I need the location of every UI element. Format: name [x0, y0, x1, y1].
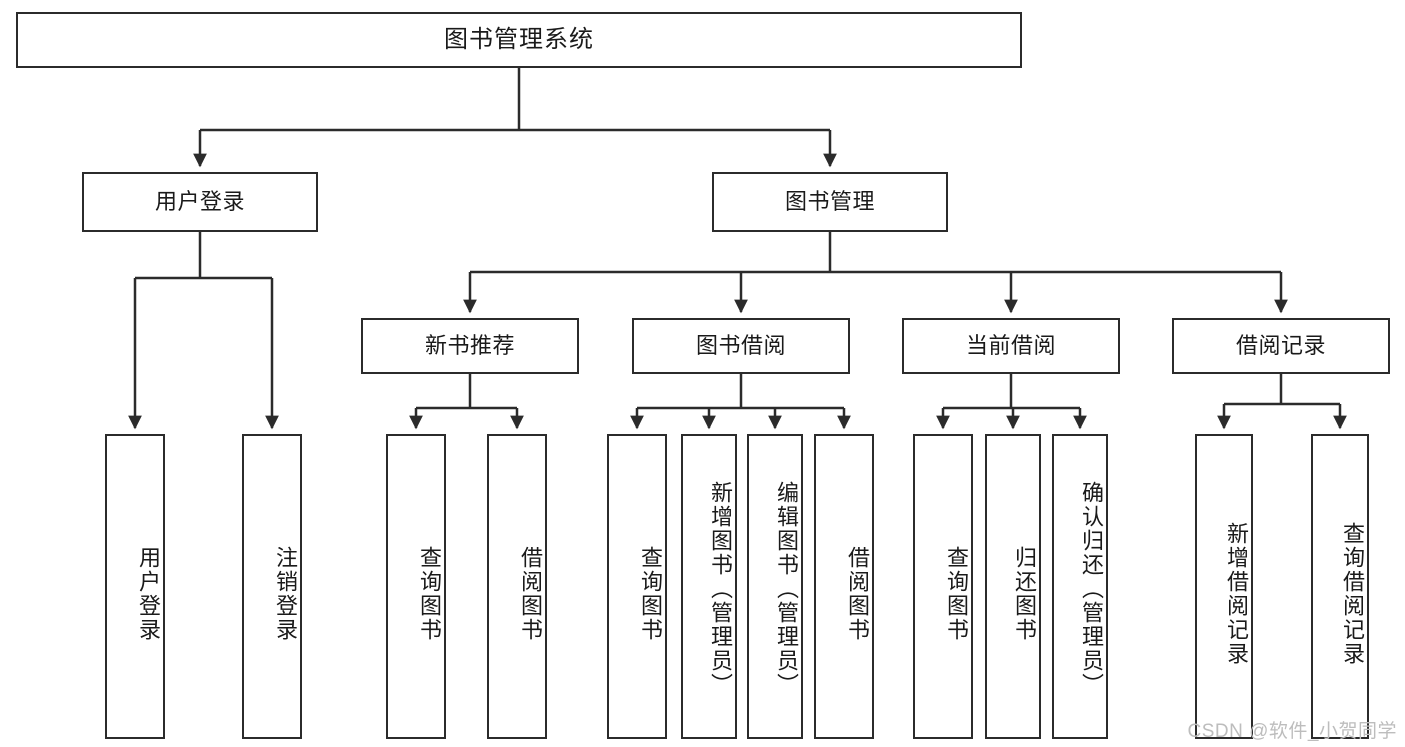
node-current-borrow-label: 当前借阅: [965, 332, 1056, 358]
node-leaf-borrow-book-2[interactable]: 借阅图书: [814, 434, 874, 739]
node-borrow-records-label: 借阅记录: [1235, 332, 1326, 358]
node-leaf-label: 查询图书: [417, 545, 442, 642]
node-new-book-recommend-label: 新书推荐: [424, 332, 515, 358]
node-leaf-label: 注销登录: [273, 545, 298, 642]
csdn-watermark: CSDN @软件_小贺同学: [1187, 721, 1397, 742]
node-leaf-return-book[interactable]: 归还图书: [985, 434, 1041, 739]
node-new-book-recommend[interactable]: 新书推荐: [361, 318, 579, 374]
node-leaf-label: 确认归还（管理员）: [1079, 480, 1104, 697]
node-root-label: 图书管理系统: [444, 25, 594, 53]
node-leaf-query-borrow-record[interactable]: 查询借阅记录: [1311, 434, 1369, 739]
node-book-borrow[interactable]: 图书借阅: [632, 318, 850, 374]
node-current-borrow[interactable]: 当前借阅: [902, 318, 1120, 374]
node-leaf-query-book-2[interactable]: 查询图书: [607, 434, 667, 739]
node-leaf-label: 查询图书: [638, 545, 663, 642]
node-book-borrow-label: 图书借阅: [695, 332, 786, 358]
node-leaf-label: 借阅图书: [845, 545, 870, 642]
node-book-management-label: 图书管理: [784, 188, 875, 214]
node-leaf-label: 借阅图书: [518, 545, 543, 642]
node-root-system[interactable]: 图书管理系统: [16, 12, 1022, 68]
node-leaf-query-book-1[interactable]: 查询图书: [386, 434, 446, 739]
node-book-management[interactable]: 图书管理: [712, 172, 948, 232]
node-leaf-borrow-book-1[interactable]: 借阅图书: [487, 434, 547, 739]
node-leaf-confirm-return-admin[interactable]: 确认归还（管理员）: [1052, 434, 1108, 739]
node-user-login[interactable]: 用户登录: [82, 172, 318, 232]
node-leaf-label: 查询图书: [944, 545, 969, 642]
node-borrow-records[interactable]: 借阅记录: [1172, 318, 1390, 374]
node-leaf-label: 用户登录: [136, 545, 161, 642]
node-leaf-label: 新增借阅记录: [1224, 521, 1249, 666]
node-leaf-label: 查询借阅记录: [1340, 521, 1365, 666]
node-leaf-add-borrow-record[interactable]: 新增借阅记录: [1195, 434, 1253, 739]
node-leaf-user-login[interactable]: 用户登录: [105, 434, 165, 739]
node-leaf-label: 归还图书: [1012, 545, 1037, 642]
node-leaf-label: 编辑图书（管理员）: [774, 480, 799, 697]
node-leaf-add-book-admin[interactable]: 新增图书（管理员）: [681, 434, 737, 739]
node-user-login-label: 用户登录: [154, 188, 245, 214]
node-leaf-edit-book-admin[interactable]: 编辑图书（管理员）: [747, 434, 803, 739]
node-leaf-user-logout[interactable]: 注销登录: [242, 434, 302, 739]
node-leaf-query-book-3[interactable]: 查询图书: [913, 434, 973, 739]
node-leaf-label: 新增图书（管理员）: [708, 480, 733, 697]
